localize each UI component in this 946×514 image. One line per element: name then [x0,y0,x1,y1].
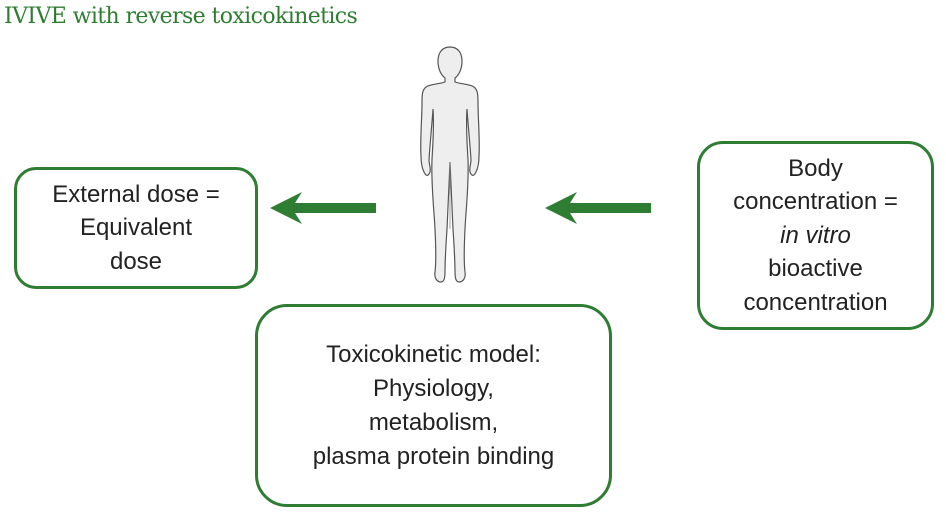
human-body-icon [420,46,480,283]
arrow-left-icon [270,192,376,224]
arrow-right-shape [545,192,651,224]
external-dose-line: Equivalent [79,214,193,242]
body-concentration-line: Body [788,154,843,182]
body-concentration-line: bioactive [768,255,863,283]
body-concentration-line-italic: in vitro [780,221,851,249]
toxicokinetic-model-line: Toxicokinetic model: [326,340,541,368]
body-concentration-box: Body concentration = in vitro bioactive … [697,141,934,330]
external-dose-line: dose [109,247,163,275]
toxicokinetic-model-box: Toxicokinetic model: Physiology, metabol… [255,304,612,507]
body-concentration-line: concentration = [733,188,898,216]
toxicokinetic-model-line: plasma protein binding [312,442,555,470]
toxicokinetic-model-line: metabolism, [368,408,499,436]
arrow-right-to-left-icon [545,192,651,224]
body-concentration-line: concentration [743,288,888,316]
arrow-left-shape [270,192,376,224]
diagram-title: IVIVE with reverse toxicokinetics [4,4,358,29]
toxicokinetic-model-line: Physiology, [373,374,494,402]
external-dose-box: External dose = Equivalent dose [14,167,258,289]
external-dose-line: External dose = [52,180,220,208]
